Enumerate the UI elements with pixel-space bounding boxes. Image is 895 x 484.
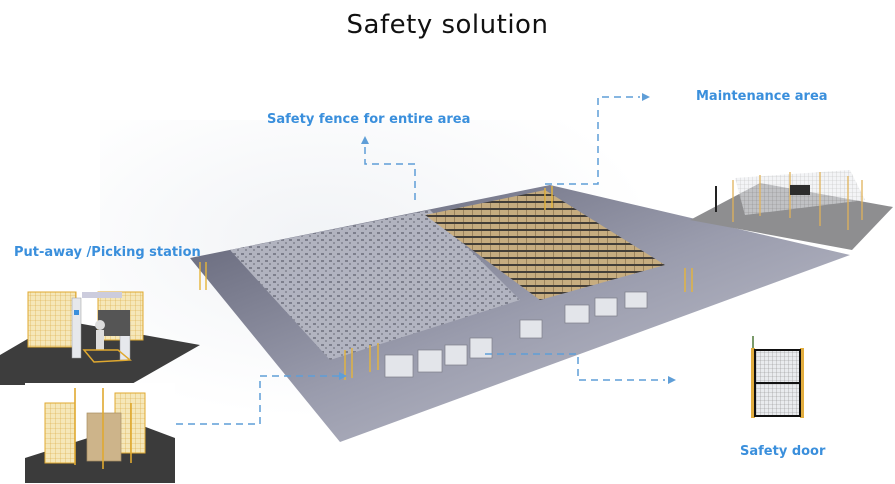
fence-callout-line xyxy=(364,142,416,200)
safety-fence-label: Safety fence for entire area xyxy=(267,112,471,127)
arrow-right-icon xyxy=(642,93,650,101)
picking-station-illustration xyxy=(0,291,200,385)
arrow-right-icon xyxy=(668,376,676,384)
door-callout-line xyxy=(485,353,665,381)
workstations xyxy=(384,291,648,378)
maintenance-area-illustration xyxy=(690,170,893,250)
callout-arrowheads xyxy=(339,93,676,384)
carton-storage-block xyxy=(425,190,665,300)
maintenance-area-label: Maintenance area xyxy=(696,89,828,104)
robot-gate-illustration xyxy=(25,383,175,483)
arrow-right-icon xyxy=(339,372,347,380)
arrow-up-icon xyxy=(361,136,369,144)
callout-lines xyxy=(176,96,665,425)
maintenance-callout-line xyxy=(545,96,640,185)
tote-storage-block xyxy=(230,210,520,360)
picking-callout-line xyxy=(176,375,340,425)
page-title: Safety solution xyxy=(346,10,549,40)
safety-door-label: Safety door xyxy=(740,444,826,459)
safety-door-illustration xyxy=(751,336,804,418)
scene-fence-posts xyxy=(199,186,693,380)
picking-station-label: Put-away /Picking station xyxy=(14,245,201,260)
